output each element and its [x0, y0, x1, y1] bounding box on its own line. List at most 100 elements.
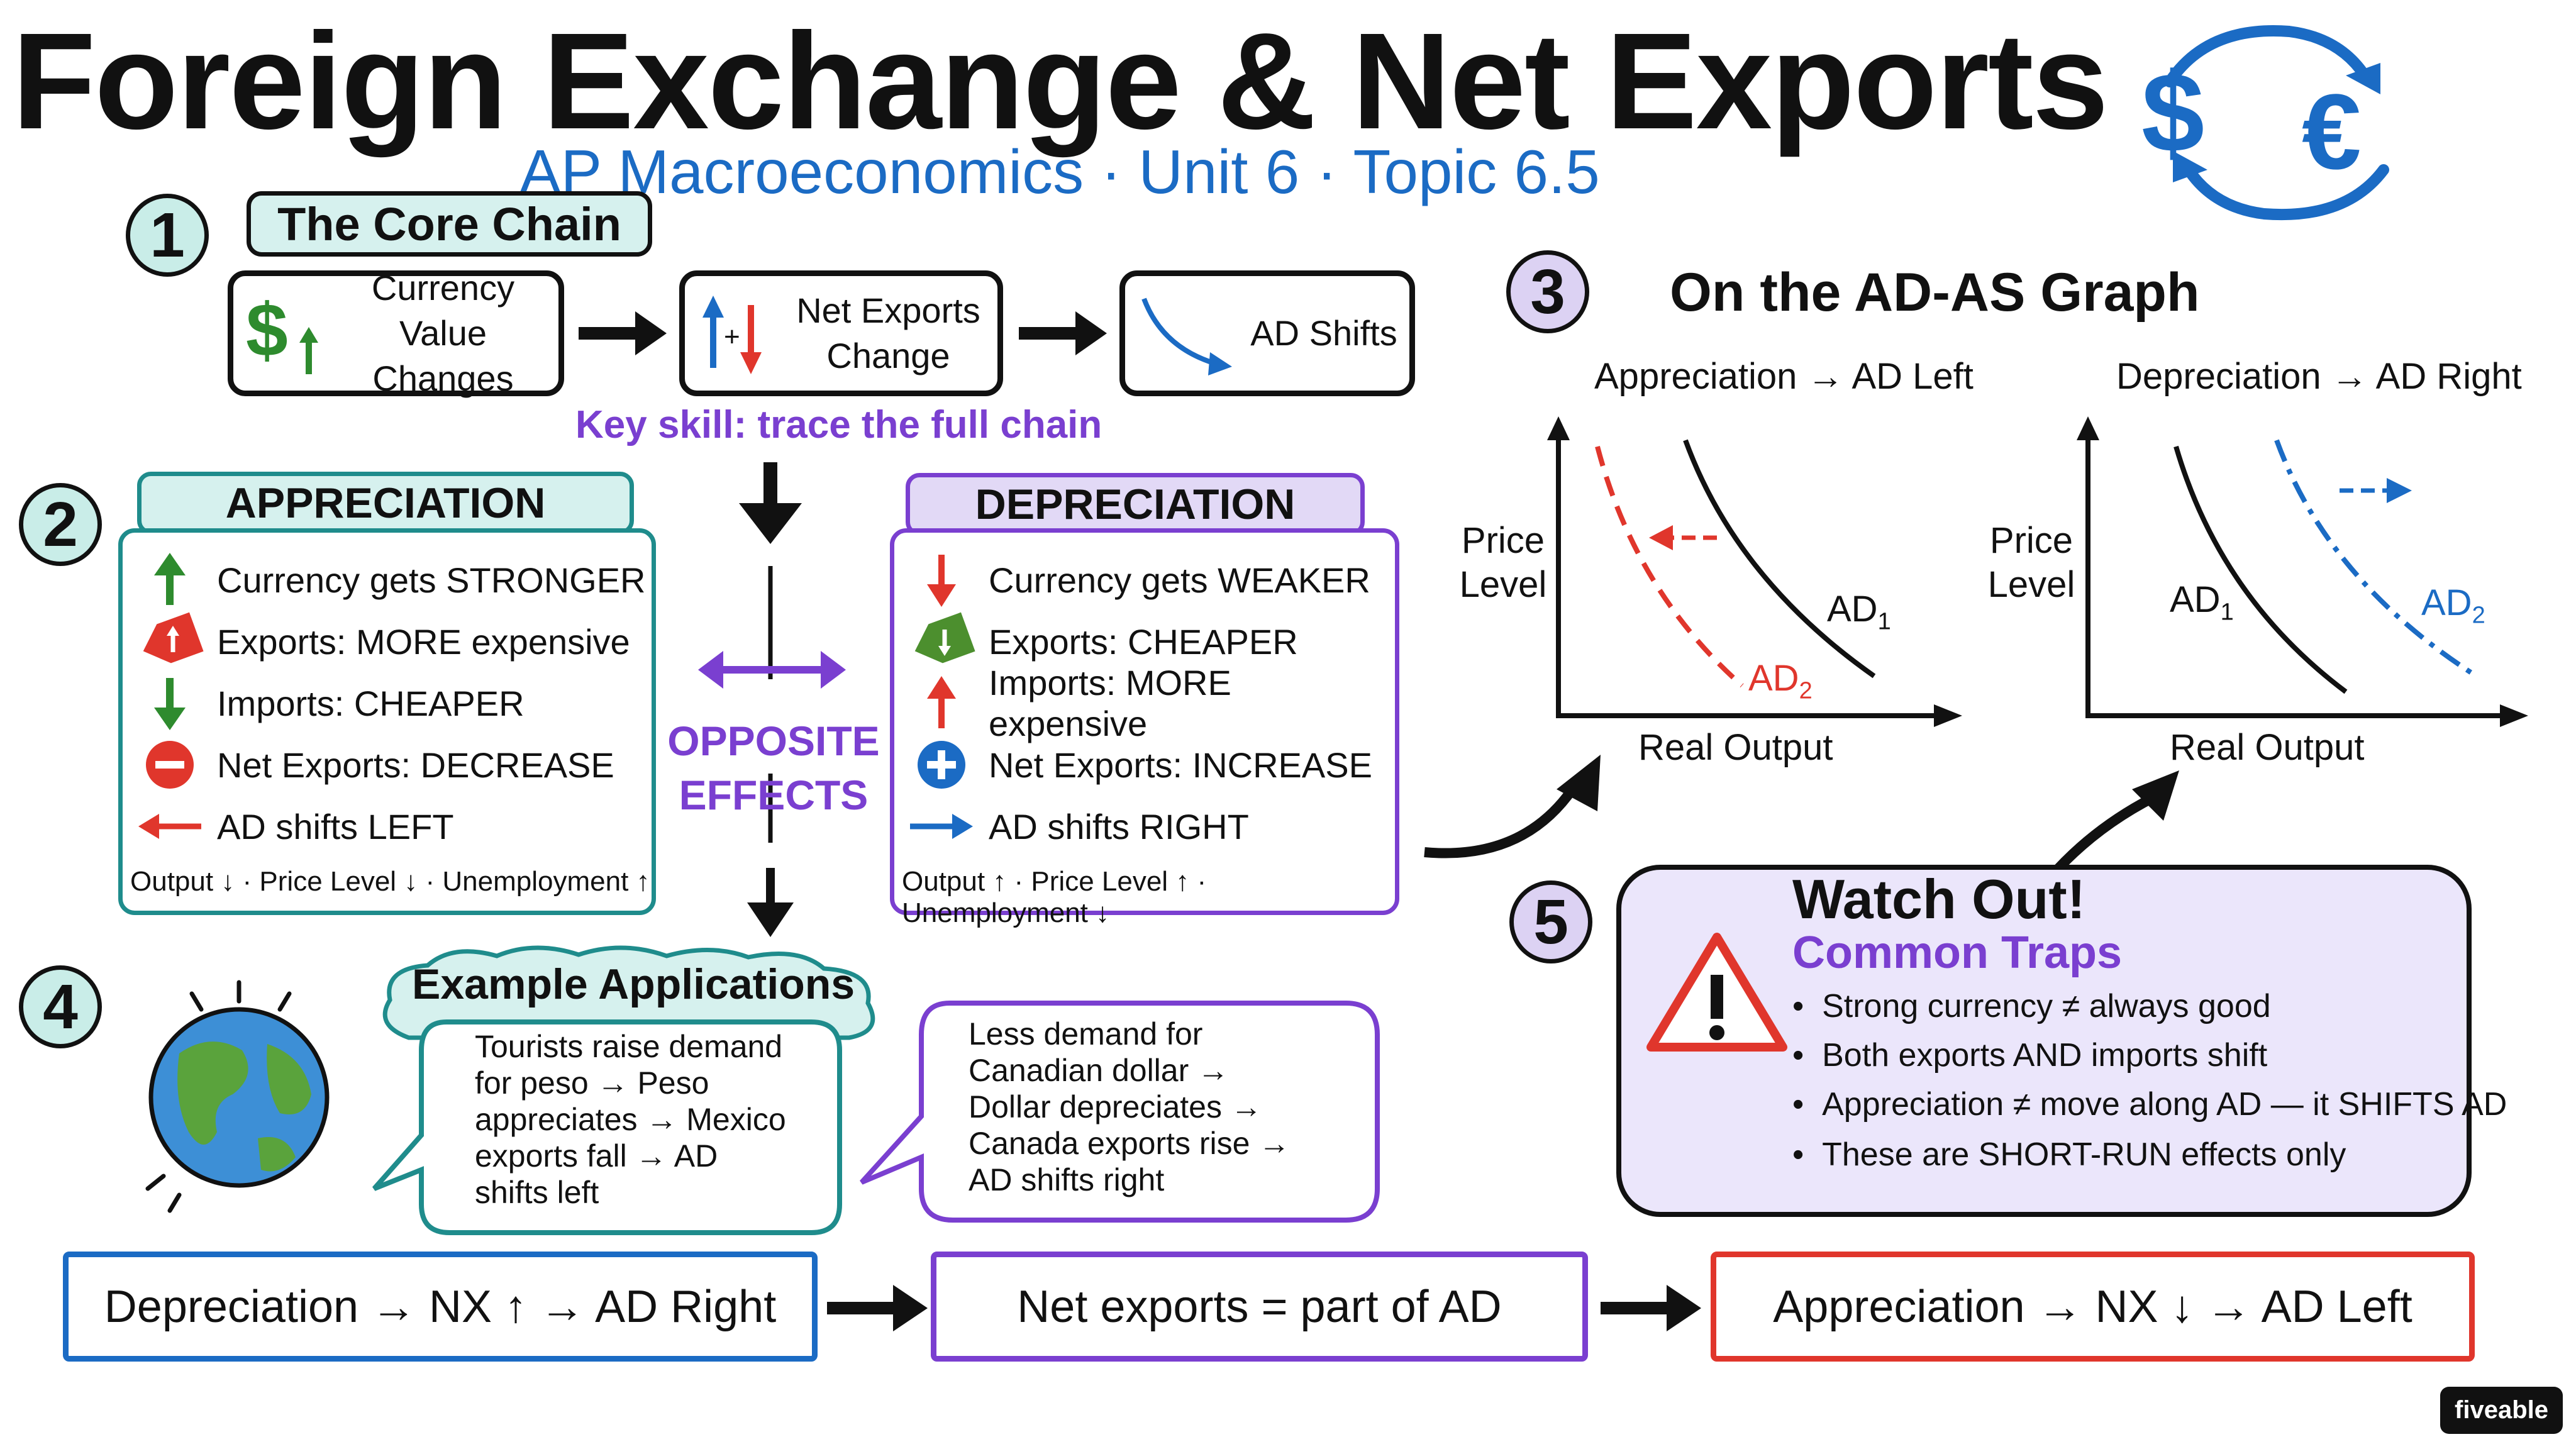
trap-bullet-text: Strong currency ≠ always good: [1822, 988, 2271, 1024]
trap-bullet: • Appreciation ≠ move along AD — it SHIF…: [1792, 1086, 2507, 1123]
graph2-ad1-label: AD1: [2170, 579, 2234, 626]
example-2-text: Less demand for Canadian dollar → Dollar…: [969, 1016, 1291, 1197]
trap-bullet: • Both exports AND imports shift: [1792, 1037, 2268, 1074]
key-skill-note: Key skill: trace the full chain: [575, 403, 1102, 447]
appreciation-row-text: Imports: CHEAPER: [217, 683, 525, 723]
depreciation-row: Currency gets WEAKER: [894, 552, 1370, 608]
graph2-ad2-label: AD2: [2421, 582, 2485, 630]
price-tag-down-icon: [894, 612, 989, 670]
opposite-effects-label: OPPOSITE EFFECTS: [667, 718, 880, 818]
graph2-ad1-text: AD: [2170, 579, 2221, 620]
price-tag-up-icon: [123, 612, 217, 670]
minus-circle-icon: [123, 736, 217, 793]
blue-right-arrow-icon: [894, 798, 989, 855]
page-subtitle: AP Macroeconomics · Unit 6 · Topic 6.5: [519, 137, 1600, 206]
trap-bullet: • These are SHORT-RUN effects only: [1792, 1136, 2346, 1173]
trap-bullet: • Strong currency ≠ always good: [1792, 988, 2271, 1024]
plus-circle-icon: [894, 736, 989, 793]
graph2-xlabel: Real Output: [2170, 727, 2365, 768]
depreciation-row: Exports: CHEAPER: [894, 612, 1298, 670]
appreciation-header: APPRECIATION: [137, 472, 634, 535]
summary-arrow-2: [1597, 1280, 1704, 1336]
appreciation-panel: Currency gets STRONGER Exports: MORE exp…: [118, 528, 656, 915]
red-down-arrow-icon: [894, 552, 989, 608]
section-1-number: 1: [126, 194, 209, 277]
appreciation-row: Exports: MORE expensive: [123, 612, 630, 670]
currency-exchange-icon: [2132, 13, 2421, 226]
green-up-arrow-icon: [123, 552, 217, 608]
curve-arrow-to-graph2: [2044, 752, 2189, 884]
graph1-ad2-curve: [1595, 445, 1744, 687]
appreciation-row: Currency gets STRONGER: [123, 552, 646, 608]
trap-bullet-text: Both exports AND imports shift: [1822, 1037, 2268, 1074]
graph2-title: Depreciation → AD Right: [2116, 356, 2522, 397]
example-1-text: Tourists raise demand for peso → Peso ap…: [475, 1029, 786, 1210]
red-left-arrow-icon: [123, 798, 217, 855]
depreciation-row-text: Net Exports: INCREASE: [989, 745, 1372, 785]
summary-appreciation: Appreciation → NX ↓ → AD Left: [1711, 1252, 2475, 1362]
globe-icon: [123, 969, 374, 1220]
depreciation-row-text: Exports: CHEAPER: [989, 621, 1298, 662]
graph1-title: Appreciation → AD Left: [1594, 356, 1974, 397]
graph2-ad1-sub: 1: [2220, 599, 2234, 626]
depreciation-row-text: AD shifts RIGHT: [989, 806, 1249, 847]
example-cloud: [371, 943, 887, 1053]
graph1-ad1-curve: [1683, 439, 1876, 679]
depreciation-panel: Currency gets WEAKER Exports: CHEAPER Im…: [890, 528, 1399, 928]
arrows-up-down-icon: +: [685, 286, 779, 380]
graph1-ad2-text: AD: [1748, 658, 1799, 699]
chain-box-currency: $ Currency Value Changes: [228, 268, 564, 398]
common-traps-subtitle: Common Traps: [1792, 928, 2123, 978]
appreciation-row: Net Exports: DECREASE: [123, 736, 614, 793]
depreciation-row-text: Imports: MORE expensive: [989, 663, 1231, 743]
chain-box-net-exports: + Net Exports Change: [679, 270, 1003, 396]
graph2-ylabel: Price Level: [1987, 520, 2075, 605]
green-down-arrow-icon: [123, 675, 217, 731]
graph1-plot: [1547, 415, 1968, 742]
curve-shift-icon: [1125, 286, 1238, 380]
warning-icon: [1641, 924, 1792, 1057]
section-4-number: 4: [19, 965, 102, 1048]
appreciation-row: Imports: CHEAPER: [123, 675, 525, 731]
graph2-ad2-sub: 2: [2472, 602, 2485, 629]
graph1-ad2-label: AD2: [1748, 657, 1813, 705]
graph1-ad2-sub: 2: [1799, 677, 1813, 704]
depreciation-row: Net Exports: INCREASE: [894, 736, 1372, 793]
red-up-arrow-icon: [894, 675, 989, 731]
trap-bullet-text: Appreciation ≠ move along AD — it SHIFTS…: [1822, 1086, 2507, 1123]
appreciation-row-text: AD shifts LEFT: [217, 806, 454, 847]
depreciation-header: DEPRECIATION: [906, 473, 1365, 536]
graph2-ad1-curve: [2174, 445, 2348, 694]
appreciation-footer: Output ↓ · Price Level ↓ · Unemployment …: [130, 866, 650, 897]
down-arrow-top: [730, 459, 811, 547]
opposite-arrow-icon: [695, 641, 849, 698]
graph2-plot: [2075, 415, 2541, 742]
example-title: Example Applications: [412, 960, 855, 1008]
depreciation-row: Imports: MORE expensive: [894, 663, 1395, 743]
graph1-ylabel: Price Level: [1459, 520, 1547, 605]
appreciation-row-text: Currency gets STRONGER: [217, 560, 646, 600]
euro-icon: €: [2302, 72, 2362, 192]
appreciation-row-text: Exports: MORE expensive: [217, 621, 630, 662]
chain-arrow-1: [575, 305, 670, 362]
vertical-divider: [764, 566, 777, 880]
trap-bullet-text: These are SHORT-RUN effects only: [1822, 1136, 2346, 1173]
chain-box-ad-shifts-label: AD Shifts: [1250, 313, 1397, 353]
graph1-ad1-sub: 1: [1877, 608, 1891, 635]
section-5-number: 5: [1509, 880, 1592, 963]
chain-box-currency-label: Currency Value Changes: [371, 268, 515, 398]
chain-arrow-2: [1016, 305, 1110, 362]
summary-arrow-1: [824, 1280, 931, 1336]
page-title: Foreign Exchange & Net Exports: [12, 5, 2109, 158]
depreciation-footer: Output ↑ · Price Level ↑ · Unemployment …: [902, 866, 1207, 928]
chain-box-net-exports-label: Net Exports Change: [796, 291, 980, 375]
appreciation-row-text: Net Exports: DECREASE: [217, 745, 614, 785]
graph2-ad2-curve: [2274, 439, 2473, 675]
section-3-number: 3: [1506, 250, 1589, 333]
chain-box-ad-shifts: AD Shifts: [1119, 270, 1415, 396]
example-bubble-2: [849, 994, 1390, 1233]
graph-section-title: On the AD-AS Graph: [1670, 262, 2200, 323]
appreciation-row: AD shifts LEFT: [123, 798, 454, 855]
summary-net-exports: Net exports = part of AD: [931, 1252, 1588, 1362]
example-bubble-1: [371, 1009, 849, 1242]
